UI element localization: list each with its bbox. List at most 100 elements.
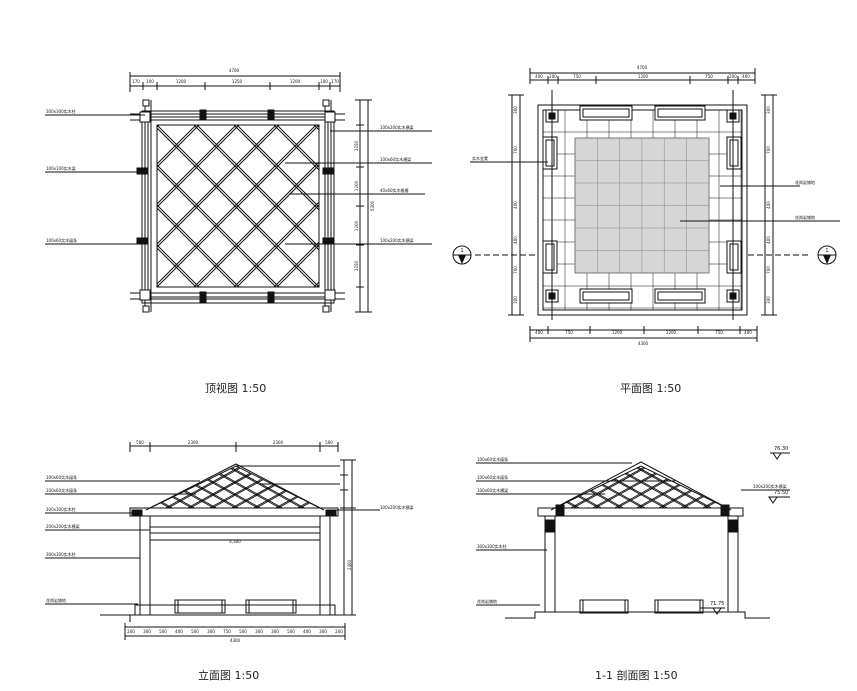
top-view-dim-top: 170: [132, 79, 140, 84]
front-elevation-dim-top: 2300: [273, 440, 284, 445]
plan-dim-right: 300: [766, 106, 771, 114]
plan-dim-top: 750: [573, 74, 581, 79]
top-view-leader-right: 100x200实木横梁: [380, 124, 414, 130]
plan-dim-left: 300: [513, 106, 518, 114]
front-elevation-leader-left: 200x200实木横梁: [46, 523, 80, 529]
front-elevation-total-bottom: 4300: [230, 638, 241, 643]
front-elevation-dim-bottom: 200: [127, 629, 135, 634]
top-view-dim-top: 1200: [290, 79, 301, 84]
plan-dim-top: 400: [742, 74, 750, 79]
plan-total-top: 4700: [637, 65, 648, 70]
front-elevation-leader-left: 100x60实木檩条: [46, 487, 77, 493]
plan-dim-top: 750: [705, 74, 713, 79]
plan-dim-left: 700: [513, 266, 518, 274]
top-view-dimension-right: [355, 99, 372, 313]
section-elevation-ground: 71.75: [710, 601, 724, 607]
top-view-dim-top: 100: [146, 79, 154, 84]
plan-dim-labels-top: 400 200 750 1200 750 200 400: [535, 74, 750, 79]
top-view-leader-right: 100x60实木横梁: [380, 156, 411, 162]
plan-dim-left: 700: [513, 146, 518, 154]
top-view-dim-right: 1250: [354, 260, 359, 271]
front-elevation-leader-right: 100x200实木横梁: [380, 504, 414, 510]
front-elevation-height-dim: 2400: [347, 559, 352, 570]
top-view-drawing: [45, 72, 432, 313]
top-view-dim-top: 1200: [176, 79, 187, 84]
plan-dim-right: 300: [766, 296, 771, 304]
front-elevation-dim-bottom: 400: [175, 629, 183, 634]
plan-leader-right-1: 花岗岩铺地: [795, 179, 815, 185]
top-view-overall-right: 5300: [370, 200, 375, 211]
front-elevation-dim-bottom: 300: [207, 629, 215, 634]
front-elevation-dim-bottom: 200: [335, 629, 343, 634]
section-mark-right: 1: [825, 248, 828, 254]
plan-dim-bottom: 400: [535, 330, 543, 335]
front-elevation-dim-bottom: 400: [303, 629, 311, 634]
section-caption: 1-1 剖面图 1:50: [595, 669, 678, 682]
section-leader-left: 花岗岩铺地: [477, 598, 497, 604]
top-view-leader-left: 300x300实木柱: [46, 108, 76, 114]
top-view-dim-right: 1250: [354, 140, 359, 151]
plan-total-bottom: 4300: [638, 341, 649, 346]
plan-dim-left: 400: [513, 201, 518, 209]
plan-dim-left: 400: [513, 236, 518, 244]
front-elevation-dim-bottom: 500: [239, 629, 247, 634]
top-view-leader-left: 100x100实木梁: [46, 165, 76, 171]
top-view-dim-labels-right: 1250 1200 1200 1250: [354, 140, 359, 271]
front-elevation-dim-top: 2300: [188, 440, 199, 445]
section-mark-left: 1: [460, 248, 463, 254]
section-leader-left: 100x60实木横梁: [477, 487, 508, 493]
plan-dim-bottom: 400: [744, 330, 752, 335]
plan-dim-top: 400: [535, 74, 543, 79]
front-elevation-caption: 立面图 1:50: [198, 669, 260, 682]
section-leader-left: 100x60实木檩条: [477, 456, 508, 462]
front-elevation-dim-bottom: 500: [159, 629, 167, 634]
section-leader-left: 100x60实木檩条: [477, 474, 508, 480]
top-view-leaders-right: 100x200实木横梁 100x60实木横梁 40x60实木格栅 100x200实木横…: [380, 124, 414, 243]
plan-dim-top: 200: [729, 74, 737, 79]
front-elevation-dim-bottom: 300: [271, 629, 279, 634]
front-elevation-leader-left: 300x300实木柱: [46, 551, 76, 557]
front-elevation-dim-top: 500: [136, 440, 144, 445]
plan-dim-top: 200: [549, 74, 557, 79]
front-elevation-dim-top: 500: [325, 440, 333, 445]
front-elevation-leader-left: 300x300实木柱: [46, 506, 76, 512]
section-leader-left: 300x300实木柱: [477, 543, 507, 549]
front-elevation-leader-left: 100x60实木檩条: [46, 474, 77, 480]
plan-dim-bottom: 750: [715, 330, 723, 335]
top-view-total-dim: 4700: [229, 68, 240, 73]
plan-dim-bottom: 1200: [612, 330, 623, 335]
plan-leader-left: 实木坐凳: [472, 155, 488, 161]
front-elevation-dim-bottom: 750: [223, 629, 231, 634]
front-elevation-dim-bottom: 300: [143, 629, 151, 634]
front-elevation-dim-bottom: 300: [319, 629, 327, 634]
top-view-dim-top: 170: [331, 79, 339, 84]
plan-dim-bottom: 750: [565, 330, 573, 335]
plan-dim-right: 400: [766, 201, 771, 209]
section-leaders-left: 100x60实木檩条 100x60实木檩条 100x60实木横梁 300x300实木柱…: [477, 456, 508, 604]
front-elevation-leaders-left: 100x60实木檩条 100x60实木檩条 300x300实木柱 200x200实木横…: [46, 474, 80, 603]
top-view-leader-right: 100x200实木横梁: [380, 237, 414, 243]
top-view-leader-right: 40x60实木格栅: [380, 187, 409, 193]
front-elevation-inner-dim: 4,300: [229, 539, 241, 544]
top-view-dimension-top: [129, 72, 341, 92]
front-elevation-leader-left: 花岗岩铺地: [46, 597, 66, 603]
top-view-dim-right: 1200: [354, 180, 359, 191]
front-elevation-dim-bottom: 300: [255, 629, 263, 634]
top-view-lattice: [157, 125, 319, 287]
front-elevation-dim-labels-top: 500 2300 2300 500: [136, 440, 333, 445]
plan-dim-right: 700: [766, 146, 771, 154]
front-elevation-dim-bottom: 500: [287, 629, 295, 634]
top-view-dim-right: 1200: [354, 220, 359, 231]
top-view-dim-top: 100: [320, 79, 328, 84]
section-leader-right: 100x200实木横梁: [753, 483, 787, 489]
plan-view-drawing: [452, 68, 840, 342]
section-elevation-mid: 75.50: [774, 490, 788, 496]
plan-dim-top: 1200: [638, 74, 649, 79]
